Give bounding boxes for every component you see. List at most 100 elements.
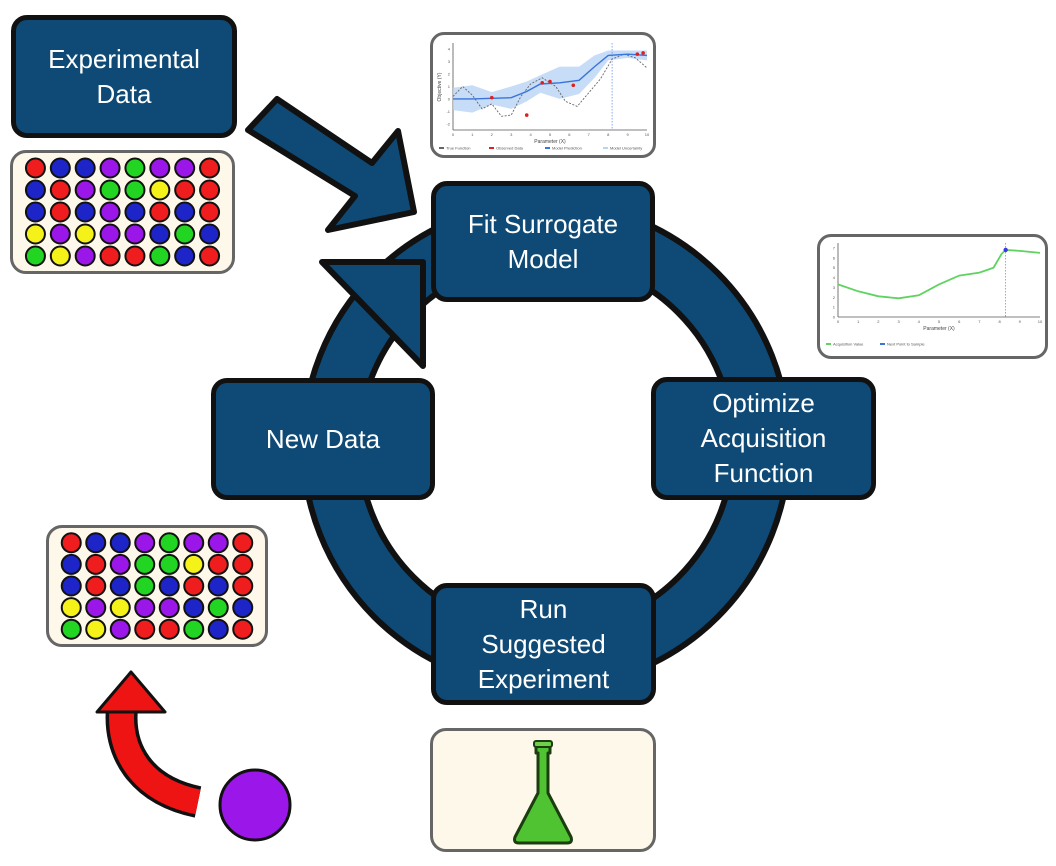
well-blue xyxy=(207,618,229,640)
well-purple xyxy=(85,597,107,619)
legend-label: Model Prediction xyxy=(552,146,582,151)
well-plate-bottom xyxy=(60,532,254,640)
y-tick-label: 5 xyxy=(833,265,836,270)
x-tick-label: 10 xyxy=(1038,319,1043,324)
legend-label: True Function xyxy=(446,146,471,151)
y-tick-label: -2 xyxy=(446,121,450,126)
legend-label: Model Uncertainty xyxy=(610,146,642,151)
well-blue xyxy=(149,223,171,245)
new-sample-dot xyxy=(218,768,292,842)
well-red xyxy=(85,575,107,597)
well-blue xyxy=(109,575,131,597)
model-prediction-line xyxy=(453,53,648,100)
well-red xyxy=(199,179,221,201)
well-purple xyxy=(134,532,156,554)
well-purple xyxy=(124,223,146,245)
well-red xyxy=(183,575,205,597)
well-red xyxy=(199,157,221,179)
well-purple xyxy=(134,597,156,619)
well-red xyxy=(199,201,221,223)
well-purple xyxy=(49,223,71,245)
x-tick-label: 6 xyxy=(568,132,571,137)
x-tick-label: 1 xyxy=(471,132,474,137)
node-optimize-acquisition: Optimize Acquisition Function xyxy=(651,377,876,500)
observed-point xyxy=(524,113,529,117)
well-blue xyxy=(85,532,107,554)
well-blue xyxy=(109,532,131,554)
legend-swatch xyxy=(880,343,885,345)
y-tick-label: 0 xyxy=(448,96,451,101)
x-tick-label: 10 xyxy=(645,132,650,137)
node-experimental-data: Experimental Data xyxy=(11,15,237,138)
y-tick-label: 6 xyxy=(833,255,836,260)
well-blue xyxy=(49,157,71,179)
well-green xyxy=(207,597,229,619)
x-tick-label: 5 xyxy=(549,132,552,137)
node-fit-surrogate-model: Fit Surrogate Model xyxy=(431,181,655,302)
well-purple xyxy=(99,201,121,223)
well-red xyxy=(134,618,156,640)
well-green xyxy=(99,179,121,201)
well-green xyxy=(24,245,46,267)
well-blue xyxy=(183,597,205,619)
x-tick-label: 6 xyxy=(958,319,961,324)
new-sample-well xyxy=(218,768,292,842)
legend-swatch xyxy=(545,147,550,149)
plate-panel-top xyxy=(10,150,235,274)
plate-panel-bottom xyxy=(46,525,268,647)
well-red xyxy=(85,553,107,575)
well-blue xyxy=(124,201,146,223)
well-red xyxy=(60,532,82,554)
x-tick-label: 5 xyxy=(938,319,941,324)
well-red xyxy=(158,618,180,640)
well-blue xyxy=(199,223,221,245)
well-red xyxy=(199,245,221,267)
x-tick-label: 2 xyxy=(877,319,880,324)
x-tick-label: 4 xyxy=(529,132,532,137)
legend-label: Observed Data xyxy=(496,146,524,151)
observed-point xyxy=(548,79,552,84)
x-tick-label: 8 xyxy=(998,319,1001,324)
node-new-data: New Data xyxy=(211,378,435,500)
well-blue xyxy=(74,157,96,179)
y-tick-label: -1 xyxy=(446,109,450,114)
observed-point xyxy=(635,52,640,56)
well-yellow xyxy=(24,223,46,245)
well-blue xyxy=(232,597,254,619)
x-tick-label: 9 xyxy=(1019,319,1022,324)
well-red xyxy=(232,575,254,597)
well-purple xyxy=(74,179,96,201)
observed-point xyxy=(490,95,494,100)
observed-point xyxy=(641,51,645,55)
well-yellow xyxy=(85,618,107,640)
well-blue xyxy=(24,201,46,223)
y-tick-label: 0 xyxy=(833,315,836,320)
well-blue xyxy=(60,575,82,597)
x-tick-label: 7 xyxy=(978,319,981,324)
x-tick-label: 0 xyxy=(837,319,840,324)
well-green xyxy=(134,553,156,575)
well-green xyxy=(149,245,171,267)
y-tick-label: 4 xyxy=(833,275,836,280)
well-purple xyxy=(109,618,131,640)
legend-swatch xyxy=(826,343,831,345)
well-blue xyxy=(158,575,180,597)
x-tick-label: 4 xyxy=(918,319,921,324)
x-tick-label: 8 xyxy=(607,132,610,137)
well-red xyxy=(99,245,121,267)
well-yellow xyxy=(109,597,131,619)
well-red xyxy=(207,553,229,575)
y-tick-label: 2 xyxy=(448,72,451,77)
next-point-marker xyxy=(1003,247,1008,253)
well-purple xyxy=(74,245,96,267)
well-red xyxy=(232,532,254,554)
legend-swatch xyxy=(489,147,494,149)
well-purple xyxy=(158,597,180,619)
well-blue xyxy=(24,179,46,201)
y-tick-label: 2 xyxy=(833,295,836,300)
well-blue xyxy=(174,245,196,267)
well-red xyxy=(232,618,254,640)
y-tick-label: 3 xyxy=(448,59,451,64)
